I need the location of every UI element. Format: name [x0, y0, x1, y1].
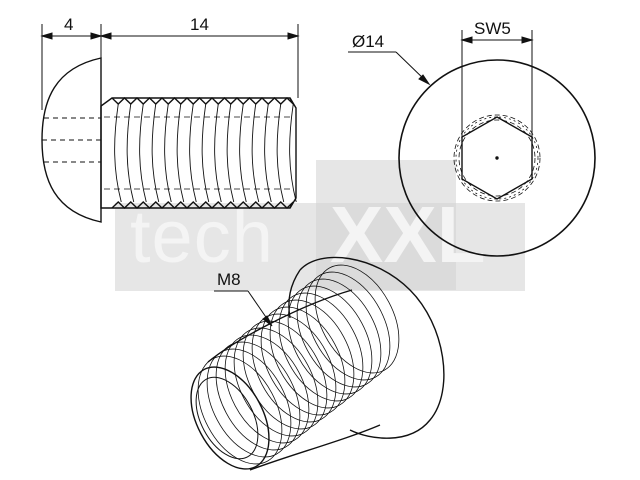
watermark-text-bold: XXL [330, 190, 486, 279]
iso-thread-envelope [207, 289, 381, 471]
iso-thread-ring [215, 341, 301, 451]
iso-thread-ring [314, 264, 400, 374]
thread-flank-line [251, 103, 260, 203]
arrow-thread-left [99, 32, 112, 40]
thread-flank-line [164, 103, 172, 203]
end-dimensions [348, 30, 534, 137]
dim-label-head-length: 4 [64, 15, 73, 34]
iso-thread-ring [233, 327, 319, 437]
dim-label-hex-size: SW5 [474, 19, 511, 38]
thread-flank-line [151, 103, 160, 203]
thread-crests-bottom [111, 201, 294, 209]
iso-thread-ring [260, 306, 346, 416]
hidden-socket-lines [42, 117, 101, 163]
arrow-hex-right [521, 36, 534, 44]
iso-thread-ring [251, 313, 337, 423]
iso-end-chamfer [195, 376, 259, 460]
thread-flank-line [114, 103, 122, 203]
dim-label-head-diameter: Ø14 [352, 32, 384, 51]
arrow-thread-right [287, 32, 300, 40]
side-view [41, 57, 297, 223]
thread-flank-line [201, 103, 210, 203]
iso-head-outline [299, 256, 445, 439]
iso-thread-ring [242, 320, 328, 430]
thread-flank-line [264, 103, 272, 203]
iso-thread-ring [278, 292, 364, 402]
thread-flank-line [214, 103, 222, 203]
thread-major-circle-hidden [453, 114, 541, 202]
isometric-view [190, 256, 445, 471]
head-circle [398, 59, 596, 257]
thread-body-outline [100, 97, 297, 209]
iso-thread-ring [197, 355, 283, 465]
thread-flank-line [239, 103, 247, 203]
arrow-thread [262, 315, 273, 327]
iso-dimensions [214, 290, 273, 327]
thread-flank-line [189, 103, 197, 203]
iso-end-face [190, 366, 270, 470]
iso-thread-ring [269, 299, 355, 409]
center-point [495, 156, 499, 160]
watermark-text-light: tech [130, 195, 274, 278]
iso-thread-ring [206, 348, 292, 458]
dim-label-thread-size: M8 [217, 270, 241, 289]
thread-flank-line [289, 103, 297, 203]
iso-thread-ring [287, 285, 373, 395]
arrow-head-left [40, 32, 53, 40]
arrow-head-right [90, 32, 103, 40]
iso-thread-ring [305, 271, 391, 381]
arrow-diameter [418, 74, 431, 86]
iso-thread-ring [224, 334, 310, 444]
iso-thread-lines [197, 264, 400, 465]
iso-thread-ring [296, 278, 382, 388]
thread-pitch-circle-hidden [455, 116, 539, 200]
thread-crests-top [111, 97, 294, 105]
thread-flank-line [139, 103, 147, 203]
side-dimensions [40, 24, 300, 110]
thread-flank-line [176, 103, 185, 203]
thread-minor-circle-hidden [458, 119, 536, 197]
arrow-hex-left [460, 36, 473, 44]
thread-flank-line [126, 103, 135, 203]
watermark-block [316, 160, 456, 290]
thread-lines [114, 103, 297, 203]
thread-flank-line [226, 103, 235, 203]
dim-label-thread-length: 14 [190, 15, 209, 34]
thread-flank-line [276, 103, 285, 203]
